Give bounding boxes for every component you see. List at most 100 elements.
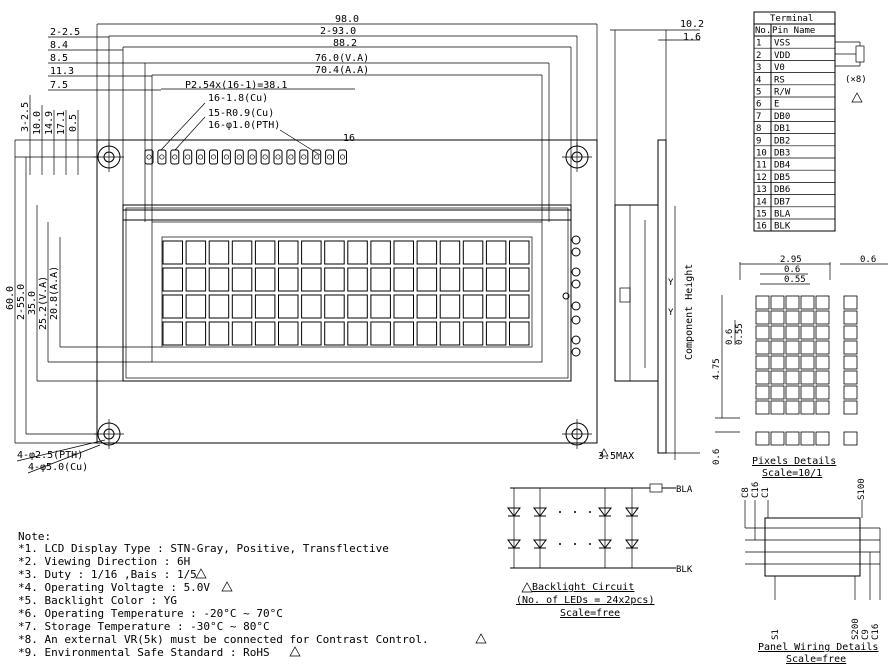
pixel-dot [785,431,800,446]
char-cell [393,240,414,265]
svg-text:C1: C1 [761,487,771,498]
mounting-hole-bl [94,419,124,449]
terminal-col-pin: Pin Name [772,26,815,36]
svg-text:0.6: 0.6 [860,255,876,265]
led-diode [598,539,612,549]
dim-hole-pth: 4-φ2.5(PTH) [17,450,83,461]
dim-hole-pitch: 2-93.0 [320,26,356,37]
svg-text:0.55: 0.55 [735,323,745,345]
pixel-dot [770,355,785,370]
svg-text:S1: S1 [771,629,781,640]
pixel-dot [800,310,815,325]
connector-pins [144,149,347,165]
pixel-dot [785,355,800,370]
terminal-pin-name: DB6 [774,185,790,195]
pixel-details: 2.95 0.6 0.55 0.6 4.75 0.6 0.55 0.6 Pixe… [712,255,888,479]
dim-pad-pth: 16-φ1.0(PTH) [208,120,280,131]
pixel-dot [770,295,785,310]
terminal-pin-name: RS [774,75,785,85]
pixel-dot [843,325,858,340]
note-4: *4. Operating Voltagte : 5.0V [18,581,210,594]
panel-wiring: C8 C16 C1 S100 S1 S200 C9 C16 Panel Wiri… [741,478,881,665]
terminal-pin-no: 14 [756,197,767,207]
wiring-title: Panel Wiring Details [758,642,878,653]
svg-text:C16: C16 [871,624,881,640]
terminal-pin-no: 3 [756,63,761,73]
char-cell [185,294,207,319]
pixel-dot [755,370,770,385]
char-cell [439,294,461,319]
dim-max-height: 3.5MAX [598,451,634,462]
pixel-dot [843,370,858,385]
top-dimensions: 98.0 2-93.0 88.2 76.0(V.A) 70.4(A.A) 2-2… [48,14,598,222]
pixel-dot [843,385,858,400]
pixel-dot [770,325,785,340]
svg-text:C16: C16 [751,482,761,498]
note-8: *8. An external VR(5k) must be connected… [18,633,429,646]
terminal-pin-no: 10 [756,149,767,159]
notes-title: Note: [18,530,51,543]
pixel-dot [755,340,770,355]
terminal-pin-no: 8 [756,124,761,134]
svg-text:11.3: 11.3 [50,66,74,77]
dim-thickness-total: 10.2 [680,19,704,30]
svg-text:C9: C9 [861,629,871,640]
char-cell [301,267,322,292]
char-cell [439,267,461,292]
svg-text:0.55: 0.55 [784,275,806,285]
connector-pin [234,149,244,165]
notes: Note: *1. LCD Display Type : STN-Gray, P… [18,530,487,659]
pcb-outline [96,139,598,444]
led-diode [625,507,639,517]
terminal-pin-no: 5 [756,88,761,98]
pixel-details-title: Pixels Details [752,456,836,467]
pixel-dot [815,340,830,355]
char-cell [301,294,322,319]
terminal-pin-name: BLK [774,222,791,232]
char-cell [485,294,507,319]
pixel-dot [800,385,815,400]
mounting-hole-br [562,419,592,449]
char-cell [370,321,391,346]
terminal-pin-no: 11 [756,161,767,171]
char-cell [254,267,276,292]
dim-holes-height: 2-55.0 [16,284,27,320]
char-cell [347,267,368,292]
pixel-dot [785,310,800,325]
char-cell [324,294,345,319]
terminal-pin-name: DB2 [774,136,790,146]
char-cell [347,321,368,346]
char-cell [416,321,438,346]
terminal-pin-no: 16 [756,222,767,232]
pixel-dot [843,431,858,446]
dim-bezel-height: 35.0 [27,291,38,315]
pixel-dot [843,340,858,355]
pixel-dot [800,355,815,370]
char-cell [278,294,299,319]
note-3: *3. Duty : 1/16 ,Bais : 1/5 [18,568,197,581]
dim-bezel-width: 88.2 [333,38,357,49]
pixel-dot [785,325,800,340]
terminal-pin-name: BLA [774,210,791,220]
bezel-outline [122,204,572,382]
pixel-dot [843,400,858,415]
terminal-title: Terminal [770,14,813,24]
char-cell [162,294,183,319]
char-cell [485,240,507,265]
svg-text:S100: S100 [857,478,867,500]
pixel-dot [843,295,858,310]
pixel-dot [815,310,830,325]
pixel-dot [770,400,785,415]
svg-text:(×8): (×8) [845,75,867,85]
pixel-dot [770,431,785,446]
view-area [151,221,543,363]
note-9: *9. Environmental Safe Standard : RoHS [18,646,270,659]
dim-va-height: 25.2(V.A) [38,276,49,330]
pixel-dot [815,295,830,310]
pixel-dot [785,295,800,310]
char-cell [185,267,207,292]
side-pcb [657,139,667,454]
bezel-top-strip [122,209,572,221]
led-pads [562,235,581,357]
pixel-dot [785,340,800,355]
